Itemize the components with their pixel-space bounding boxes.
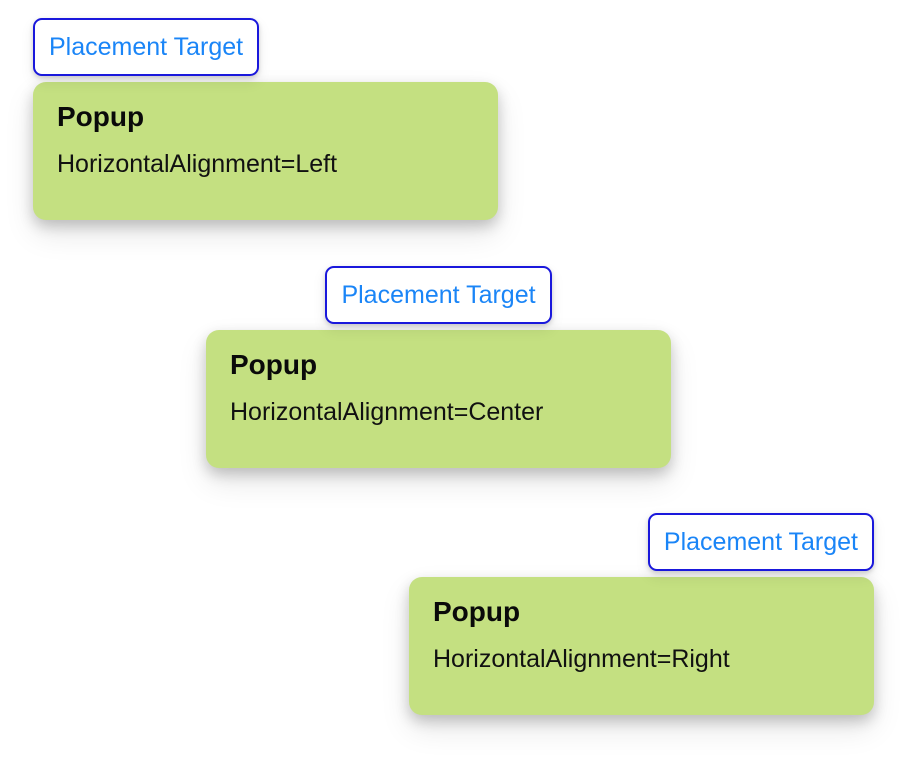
placement-target-left[interactable]: Placement Target: [33, 18, 260, 76]
popup-group-center: Placement Target Popup HorizontalAlignme…: [205, 266, 672, 468]
popup-group-right: Placement Target Popup HorizontalAlignme…: [407, 513, 874, 715]
popup-subtitle: HorizontalAlignment=Right: [433, 644, 730, 673]
popup-card-center[interactable]: Popup HorizontalAlignment=Center: [206, 330, 671, 468]
popup-title: Popup: [230, 349, 318, 380]
placement-target-label: Placement Target: [341, 280, 536, 309]
placement-target-center[interactable]: Placement Target: [325, 266, 552, 324]
popup-group-left: Placement Target Popup HorizontalAlignme…: [33, 18, 500, 220]
placement-target-label: Placement Target: [49, 32, 244, 61]
popup-subtitle: HorizontalAlignment=Left: [57, 149, 338, 178]
popup-title: Popup: [57, 101, 145, 132]
popup-card-left[interactable]: Popup HorizontalAlignment=Left: [33, 82, 498, 220]
popup-card-right[interactable]: Popup HorizontalAlignment=Right: [409, 577, 874, 715]
placement-target-right[interactable]: Placement Target: [647, 513, 874, 571]
popup-subtitle: HorizontalAlignment=Center: [230, 397, 544, 426]
popup-title: Popup: [433, 596, 521, 627]
placement-target-label: Placement Target: [663, 527, 858, 556]
